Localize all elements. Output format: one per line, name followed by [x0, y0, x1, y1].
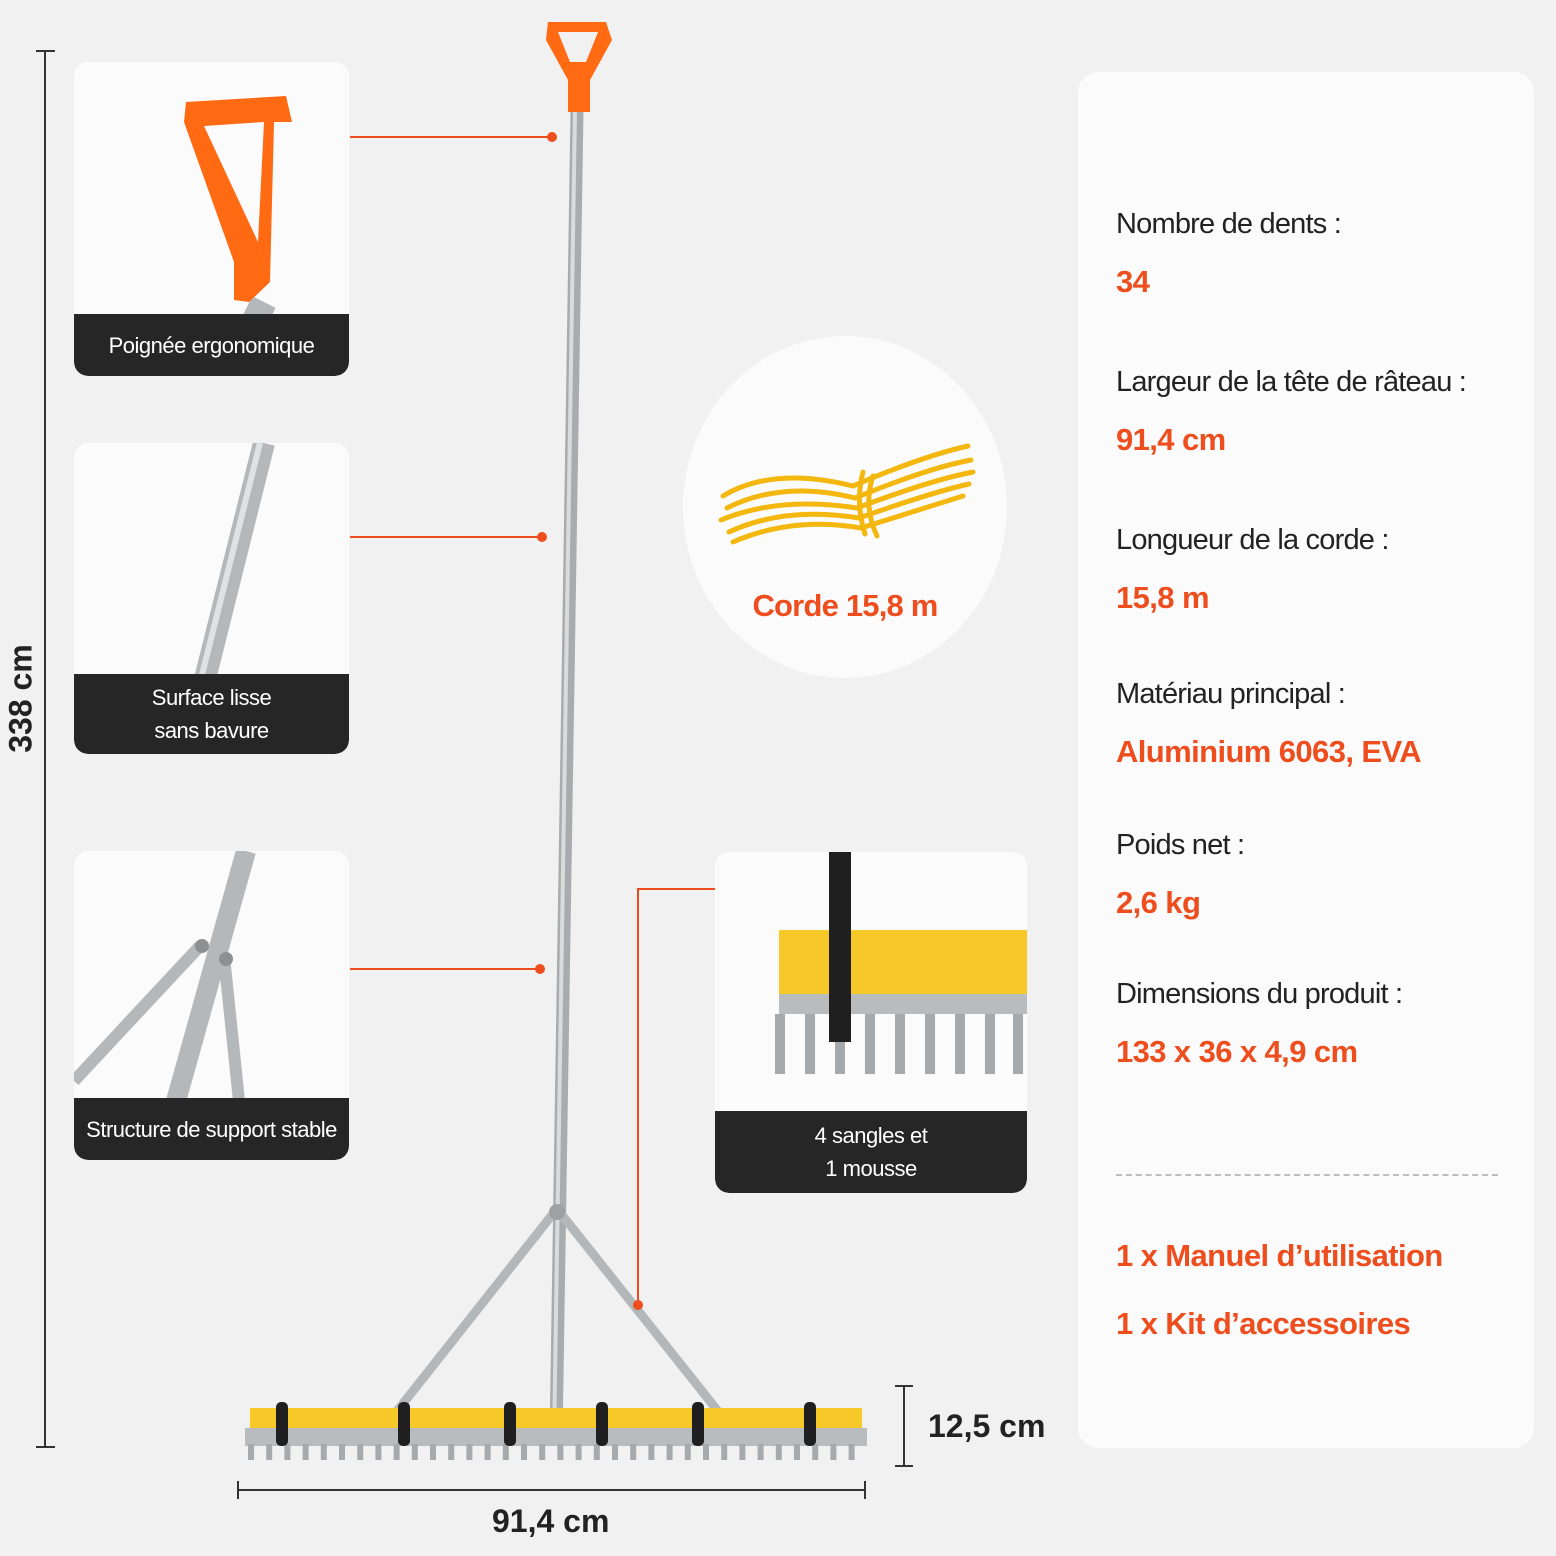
feature-label: 4 sangles et 1 mousse — [715, 1111, 1027, 1193]
rake-head — [245, 1402, 867, 1460]
spec-panel: Nombre de dents : 34 Largeur de la tête … — [1078, 72, 1534, 1448]
rake-tooth — [521, 1444, 527, 1460]
feature-card-surface: Surface lisse sans bavure — [74, 443, 349, 754]
rake-tooth — [484, 1444, 491, 1460]
straps-foam-icon — [775, 852, 1027, 1074]
rake-tooth — [593, 1444, 600, 1460]
feature-label: Surface lisse sans bavure — [74, 674, 349, 754]
rope-circle: Corde 15,8 m — [683, 336, 1007, 678]
rake-tooth — [557, 1444, 564, 1460]
spec-value-teeth: 34 — [1116, 264, 1150, 299]
rake-strap — [804, 1402, 816, 1446]
rake-tooth — [502, 1444, 509, 1460]
head-height-label: 12,5 cm — [928, 1408, 1046, 1444]
spec-value-material: Aluminium 6063, EVA — [1116, 734, 1422, 769]
head-height-dimension-line — [895, 1385, 913, 1467]
rake-tooth — [848, 1444, 855, 1460]
spec-value-head-width: 91,4 cm — [1116, 422, 1226, 457]
rake-tooth — [248, 1444, 254, 1460]
pole-icon — [193, 443, 275, 686]
rake-tooth — [539, 1444, 546, 1460]
rake-tooth — [703, 1444, 709, 1460]
rake-tooth — [794, 1444, 800, 1460]
rake-tooth — [721, 1444, 728, 1460]
spec-label-rope-length: Longueur de la corde : — [1116, 524, 1389, 556]
rake-tooth — [684, 1444, 691, 1460]
spec-label-weight: Poids net : — [1116, 829, 1245, 861]
rake-strap — [398, 1402, 410, 1446]
rake-tooth — [357, 1444, 364, 1460]
spec-value-dimensions: 133 x 36 x 4,9 cm — [1116, 1034, 1358, 1069]
accessory-kit: 1 x Kit d’accessoires — [1116, 1306, 1411, 1341]
spec-label-head-width: Largeur de la tête de râteau : — [1116, 366, 1467, 398]
rake-braces — [385, 1210, 730, 1425]
spec-label-material: Matériau principal : — [1116, 678, 1346, 710]
spec-label-teeth: Nombre de dents : — [1116, 208, 1342, 240]
feature-card-handle: Poignée ergonomique — [74, 62, 349, 376]
spec-divider — [1116, 1174, 1498, 1176]
rake-strap — [504, 1402, 516, 1446]
height-label: 338 cm — [2, 644, 39, 753]
rake-tooth — [375, 1444, 382, 1460]
rake-tooth — [284, 1444, 291, 1460]
rake-strap — [276, 1402, 288, 1446]
feature-label: Poignée ergonomique — [74, 314, 349, 376]
rake-tooth — [812, 1444, 819, 1460]
rake-tooth — [666, 1444, 673, 1460]
spec-value-weight: 2,6 kg — [1116, 885, 1201, 920]
rake-tooth — [266, 1444, 273, 1460]
rake-tooth — [830, 1444, 837, 1460]
accessory-manual: 1 x Manuel d’utilisation — [1116, 1238, 1443, 1273]
rake-pole — [549, 109, 584, 1441]
feature-card-support: Structure de support stable — [74, 851, 349, 1160]
rake-strap — [596, 1402, 608, 1446]
rake-tooth — [575, 1444, 582, 1460]
rake-tooth — [739, 1444, 746, 1460]
callout-connectors — [350, 132, 716, 1310]
rake-tooth — [393, 1444, 400, 1460]
rope-icon — [718, 443, 976, 545]
rake-tooth — [448, 1444, 455, 1460]
rake-tooth — [612, 1444, 618, 1460]
rake-tooth — [757, 1444, 764, 1460]
rake-tooth — [411, 1444, 418, 1460]
rake-tooth — [630, 1444, 637, 1460]
width-label: 91,4 cm — [492, 1503, 610, 1539]
rake-tooth — [320, 1444, 327, 1460]
rake-handle — [546, 22, 612, 112]
rake-tooth — [430, 1444, 436, 1460]
rake-tooth — [775, 1444, 782, 1460]
spec-value-rope-length: 15,8 m — [1116, 580, 1210, 615]
rake-tooth — [648, 1444, 655, 1460]
feature-card-straps: 4 sangles et 1 mousse — [715, 852, 1027, 1193]
rake-tooth — [339, 1444, 345, 1460]
feature-label: Structure de support stable — [74, 1098, 349, 1160]
rake-tooth — [302, 1444, 309, 1460]
rope-label: Corde 15,8 m — [752, 588, 938, 623]
spec-label-dimensions: Dimensions du produit : — [1116, 978, 1403, 1010]
rake-tooth — [466, 1444, 473, 1460]
support-structure-icon — [74, 851, 256, 1104]
rake-strap — [692, 1402, 704, 1446]
height-dimension-line — [36, 50, 55, 1448]
width-dimension-line — [237, 1481, 866, 1499]
